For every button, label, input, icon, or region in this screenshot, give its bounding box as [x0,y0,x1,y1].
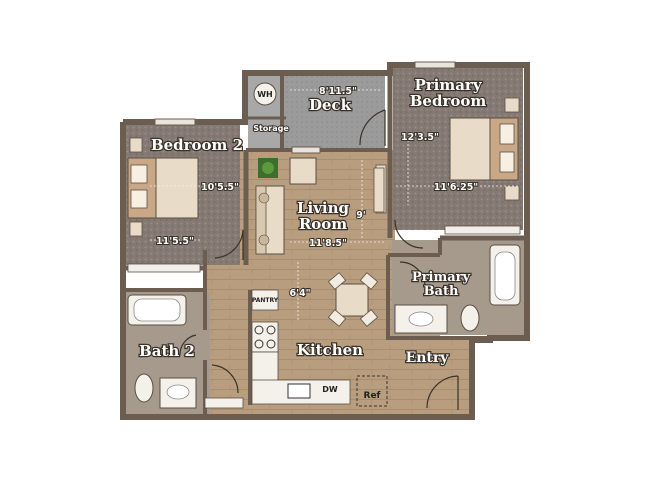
label-dishwasher: DW [322,385,338,394]
dining-table [327,272,379,327]
label-bedroom2: Bedroom 2 [151,136,243,154]
label-primary-bedroom-2: Bedroom [410,92,487,110]
dim-living-depth: 9' [356,210,366,221]
label-kitchen: Kitchen [297,341,363,359]
label-water-heater: WH [257,90,273,99]
label-storage: Storage [253,124,289,133]
label-refrigerator: Ref [364,391,381,401]
kitchen-fixtures [251,289,388,407]
label-deck: Deck [309,96,352,114]
label-living-1: Living [297,199,350,217]
dim-living-width: 11'8.5" [309,238,347,249]
dim-kitchen: 6'4" [289,288,310,299]
living-furniture [255,157,385,255]
label-living-2: Room [299,215,347,233]
room-labels: Deck Primary Bedroom Bedroom 2 Living Ro… [138,75,488,368]
label-pantry: PANTRY [252,297,279,304]
dim-deck: 8'11.5" [319,86,357,97]
label-entry: Entry [406,350,450,366]
dim-primary-depth: 12'3.5" [401,132,439,143]
label-primary-bedroom-1: Primary [414,76,482,94]
bath-fixtures [127,82,521,409]
dimension-labels: 8'11.5" 12'3.5" 11'6.25" 10'5.5" 11'5.5"… [155,85,479,300]
bedroom2-furniture [127,137,201,273]
doors [179,109,459,410]
label-primary-bath-1: Primary [412,270,471,285]
label-bath2: Bath 2 [139,342,195,360]
dimension-lines [150,89,520,320]
label-primary-bath-2: Bath [424,284,459,299]
dim-primary-width: 11'6.25" [434,182,479,193]
dim-bedroom2-depth: 10'5.5" [201,182,239,193]
windows [154,61,456,154]
fixture-labels: WH PANTRY DW Ref [252,90,381,401]
dim-bedroom2-width: 11'5.5" [156,236,194,247]
